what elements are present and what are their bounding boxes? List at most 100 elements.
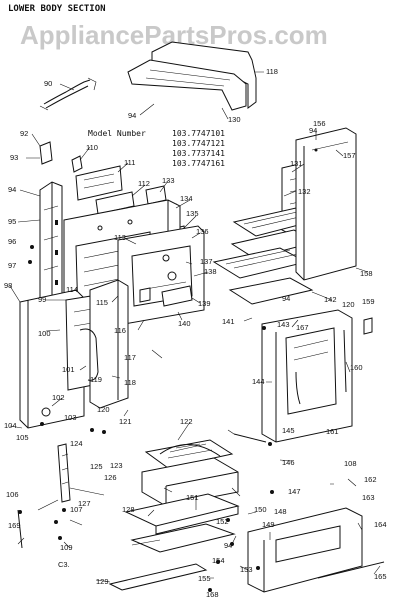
rear-panel	[117, 225, 205, 325]
part-callout: 123	[110, 461, 123, 470]
base-trim	[108, 563, 208, 591]
part-callout: 169	[8, 521, 21, 530]
screw-150	[226, 518, 230, 522]
part-callout: 100	[38, 329, 51, 338]
footer-code: C3.	[58, 560, 70, 569]
model-number-2: 103.7747121	[172, 139, 225, 148]
part-callout: 145	[282, 426, 295, 435]
rod-end	[268, 442, 272, 446]
part-callout: 97	[8, 261, 16, 270]
part-callout: 99	[38, 295, 46, 304]
right-rear-panel	[295, 127, 357, 281]
leader-lines	[9, 71, 381, 583]
screw-147	[270, 490, 274, 494]
part-callout: 157	[343, 151, 356, 160]
left-side-panel	[39, 181, 63, 307]
screw-143	[262, 326, 266, 330]
part-callout: 112	[138, 179, 150, 188]
bracket-93	[39, 141, 53, 165]
part-callout: 126	[104, 473, 117, 482]
part-callout: 144	[252, 377, 265, 386]
part-callout: 161	[326, 427, 339, 436]
part-callout: 136	[196, 227, 209, 236]
part-callout: 168	[206, 590, 219, 599]
part-callout: 104	[4, 421, 17, 430]
drawer-base	[124, 493, 240, 553]
part-callout: 118	[124, 378, 136, 387]
part-callout: 108	[344, 459, 357, 468]
part-callout: 129	[96, 577, 109, 586]
part-callout: 116	[114, 326, 126, 335]
part-callout: 146	[282, 458, 295, 467]
part-callout: 159	[362, 297, 375, 306]
part-callout: 92	[20, 129, 28, 138]
screw-168	[208, 588, 212, 592]
heat-shield-111	[75, 165, 123, 201]
part-callout: 94	[224, 541, 232, 550]
model-number-3: 103.7737141	[172, 149, 225, 158]
clip-110	[71, 155, 83, 173]
part-callout: 95	[8, 217, 16, 226]
part-callout: 141	[222, 317, 235, 326]
clip-115	[139, 287, 151, 303]
part-callout: 98	[4, 281, 12, 290]
part-callout: 113	[114, 233, 126, 242]
part-callout: 124	[70, 439, 83, 448]
part-callout: 154	[212, 556, 225, 565]
part-callout: 165	[374, 572, 387, 581]
burner-tube	[79, 328, 99, 381]
part-callout: 153	[240, 565, 253, 574]
part-callout: 139	[198, 299, 211, 308]
screw-169	[54, 520, 58, 524]
screw-109	[58, 536, 62, 540]
part-callout: 127	[78, 499, 91, 508]
part-callout: 164	[374, 520, 387, 529]
screw-96	[30, 245, 34, 249]
part-callout: 148	[274, 507, 287, 516]
part-callout: 96	[8, 237, 16, 246]
part-callout: 162	[364, 475, 377, 484]
part-callout: 156	[313, 119, 326, 128]
hinge-124	[57, 443, 71, 503]
part-callout: 118	[266, 67, 278, 76]
model-number-label: Model Number	[88, 129, 146, 138]
grommet-103	[41, 407, 51, 417]
screw-104	[40, 422, 44, 426]
screw-97	[28, 260, 32, 264]
screw-107	[62, 508, 66, 512]
part-callout: 94	[8, 185, 16, 194]
part-callout: 163	[362, 493, 375, 502]
part-callout: 109	[60, 543, 73, 552]
part-callout: 119	[90, 375, 102, 384]
model-number-1: 103.7747101	[172, 129, 225, 138]
part-callout: 121	[119, 417, 132, 426]
drawer-front	[247, 507, 363, 593]
shield-112	[95, 191, 135, 215]
screw-154	[216, 560, 220, 564]
oven-door	[261, 309, 353, 443]
part-callout: 94	[282, 294, 290, 303]
part-callout: 103	[64, 413, 77, 422]
part-callout: 101	[62, 365, 75, 374]
part-callout: 120	[97, 405, 110, 414]
part-callout: 133	[162, 176, 175, 185]
part-callout: 134	[180, 194, 193, 203]
screw-121	[102, 430, 106, 434]
part-callout: 111	[124, 158, 135, 167]
section-title: LOWER BODY SECTION	[8, 4, 106, 14]
bracket-139	[161, 285, 193, 307]
part-callout: 130	[228, 115, 241, 124]
part-callout: 117	[124, 353, 136, 362]
screw-153	[256, 566, 260, 570]
part-callout: 140	[178, 319, 191, 328]
part-callout: 131	[290, 159, 303, 168]
part-callout: 167	[296, 323, 309, 332]
part-callout: 115	[96, 298, 108, 307]
rod-145	[233, 433, 267, 443]
part-callout: 152	[216, 517, 229, 526]
screw-120	[90, 428, 94, 432]
side-panel-117	[89, 279, 129, 409]
part-callout: 125	[90, 462, 103, 471]
part-callout: 149	[262, 520, 275, 529]
